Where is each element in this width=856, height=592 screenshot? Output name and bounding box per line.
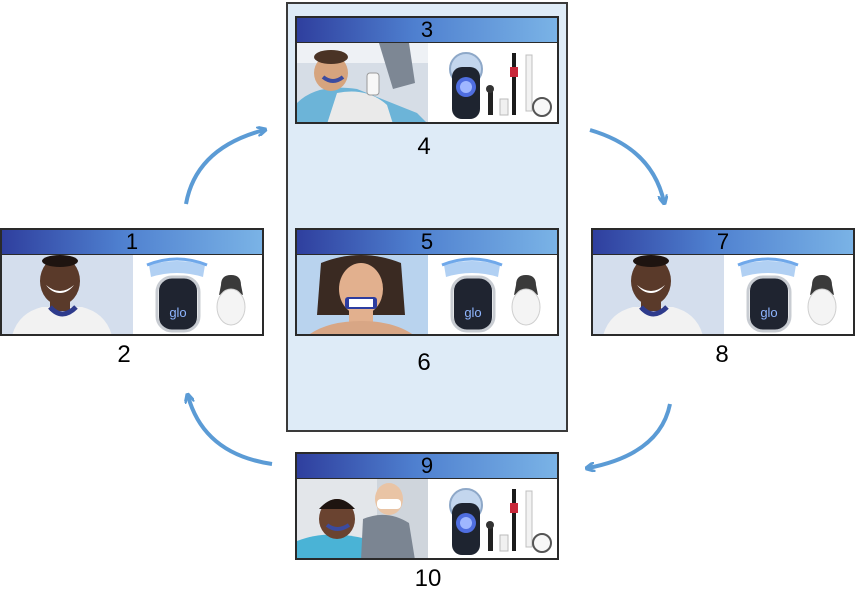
card-header: 7 (593, 229, 853, 255)
curved-arrow-icon (188, 396, 273, 466)
photo-man-smiling (2, 255, 133, 334)
product-logo-text: glo (169, 305, 186, 320)
card-number: 3 (420, 17, 434, 42)
curved-arrow-icon (184, 130, 264, 205)
card-7: 7 glo (591, 228, 855, 336)
card-header: 5 (297, 229, 557, 255)
product-whitening-kit (428, 479, 557, 558)
label-below-card-3: 4 (417, 133, 431, 160)
product-whitening-kit (428, 43, 557, 122)
product-tray-device: glo (428, 255, 557, 334)
card-number: 1 (125, 229, 139, 254)
label-below-card-9: 10 (414, 565, 442, 592)
card-header: 1 (2, 229, 262, 255)
card-number: 7 (716, 229, 730, 254)
photo-man-smiling (593, 255, 724, 334)
curved-arrow-icon (588, 403, 672, 468)
label-below-card-5: 6 (417, 349, 431, 376)
photo-woman-smiling (297, 255, 428, 334)
product-tray-device: glo (724, 255, 853, 334)
product-logo-text: glo (760, 305, 777, 320)
card-1: 1 glo (0, 228, 264, 336)
card-5: 5 glo (295, 228, 559, 336)
card-number: 5 (420, 229, 434, 254)
label-below-card-7: 8 (715, 341, 729, 368)
photo-dental-chair (297, 43, 428, 122)
card-9: 9 (295, 452, 559, 560)
product-tray-device: glo (133, 255, 262, 334)
card-header: 9 (297, 453, 557, 479)
curved-arrow-icon (589, 128, 664, 202)
photo-dentist-patient (297, 479, 428, 558)
card-header: 3 (297, 17, 557, 43)
card-3: 3 (295, 16, 559, 124)
card-number: 9 (420, 453, 434, 478)
product-logo-text: glo (464, 305, 481, 320)
label-below-card-1: 2 (117, 341, 131, 368)
